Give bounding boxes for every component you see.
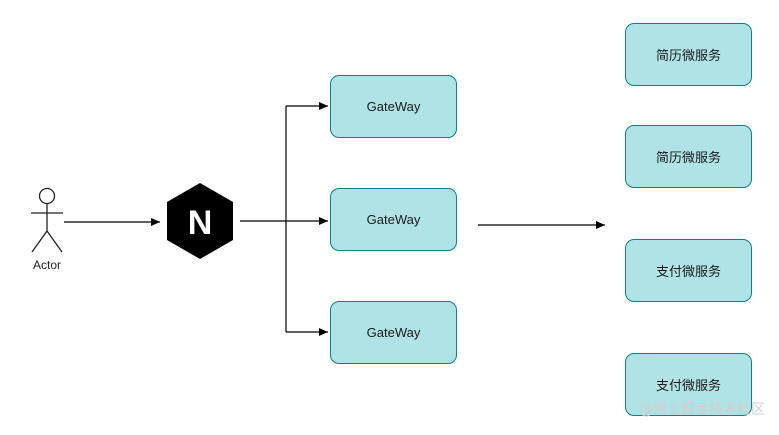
- service-box-2: 简历微服务: [625, 125, 752, 188]
- watermark-text: @稀土掘金技术社区: [639, 402, 765, 418]
- gateway-box-1: GateWay: [330, 75, 457, 138]
- gateway-box-3: GateWay: [330, 301, 457, 364]
- service-label: 支付微服务: [655, 378, 721, 393]
- gateway-label: GateWay: [366, 325, 421, 340]
- service-box-4: 支付微服务: [625, 353, 752, 416]
- proxy-letter: N: [188, 204, 213, 242]
- actor-figure: [31, 187, 63, 253]
- service-label: 支付微服务: [655, 264, 721, 279]
- nginx-hexagon-icon: N: [167, 183, 233, 259]
- gateway-label: GateWay: [366, 212, 421, 227]
- edge-proxy-to-gateways: [240, 102, 328, 336]
- gateway-label: GateWay: [366, 99, 421, 114]
- service-label: 简历微服务: [655, 150, 721, 165]
- gateway-box-2: GateWay: [330, 188, 457, 251]
- service-box-3: 支付微服务: [625, 239, 752, 302]
- service-label: 简历微服务: [655, 48, 721, 63]
- actor-label: Actor: [32, 258, 61, 272]
- service-box-1: 简历微服务: [625, 23, 752, 86]
